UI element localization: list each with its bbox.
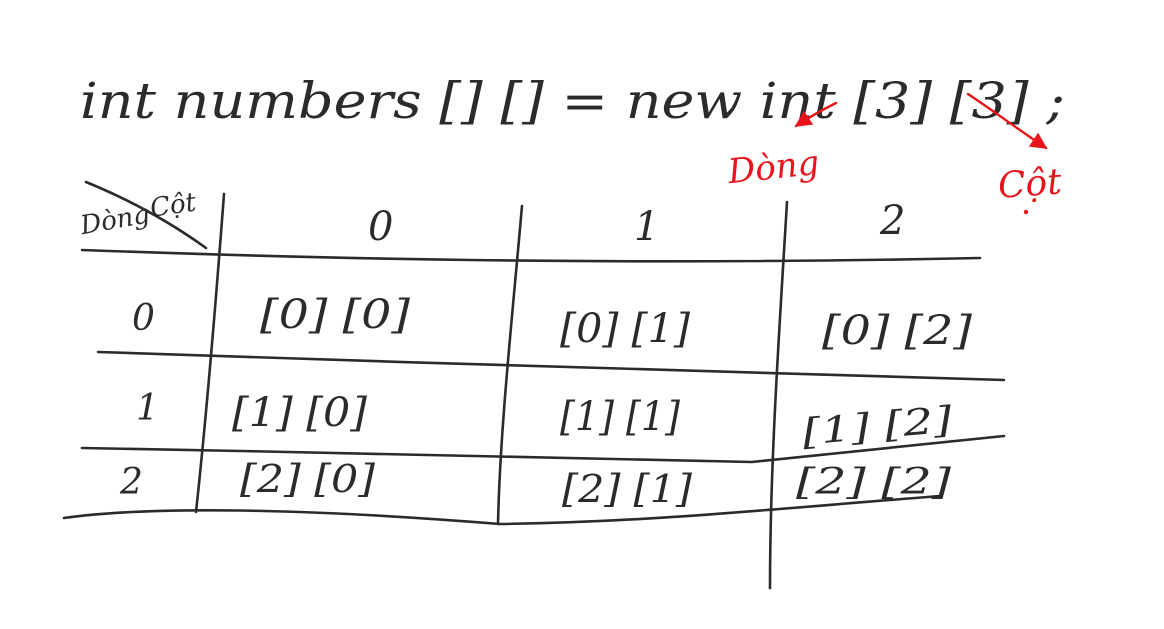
col-line-2 (496, 204, 524, 526)
column-header-2: 2 (879, 198, 905, 244)
corner-col-label: Cột (148, 187, 198, 223)
cell-1-0: [1] [0] (232, 390, 367, 436)
cell-2-2: [2] [2] (796, 462, 952, 503)
cell-1-2: [1] [2] (801, 400, 955, 454)
row-header-2: 2 (119, 462, 143, 503)
corner-row-label: Dòng (77, 199, 152, 241)
cell-0-0: [0] [0] (260, 292, 410, 338)
row-line-2 (80, 434, 1006, 464)
column-header-0: 0 (368, 204, 393, 250)
cell-0-2: [0] [2] (822, 308, 972, 354)
cols-arrow (966, 92, 1048, 150)
cell-1-1: [1] [1] (560, 394, 680, 440)
column-header-1: 1 (634, 204, 659, 250)
row-header-0: 0 (132, 298, 155, 339)
cols-annotation: Cột (997, 161, 1064, 206)
cell-2-0: [2] [0] (240, 457, 375, 501)
table-grid (62, 180, 1006, 590)
rows-arrow (794, 101, 838, 128)
cell-0-1: [0] [1] (560, 306, 690, 352)
code-line: int numbers [] [] = new int [3] [3] ; (80, 72, 1065, 130)
row-line-3 (62, 494, 942, 526)
row-line-1 (96, 350, 1006, 382)
annotation-dot (1023, 209, 1029, 215)
col-line-1 (194, 192, 226, 514)
cell-2-1: [2] [1] (562, 467, 692, 511)
col-line-3 (768, 200, 789, 590)
corner-diagonal (84, 180, 208, 250)
rows-annotation: Dòng (725, 143, 821, 192)
header-line (80, 248, 982, 263)
row-header-1: 1 (136, 388, 159, 429)
